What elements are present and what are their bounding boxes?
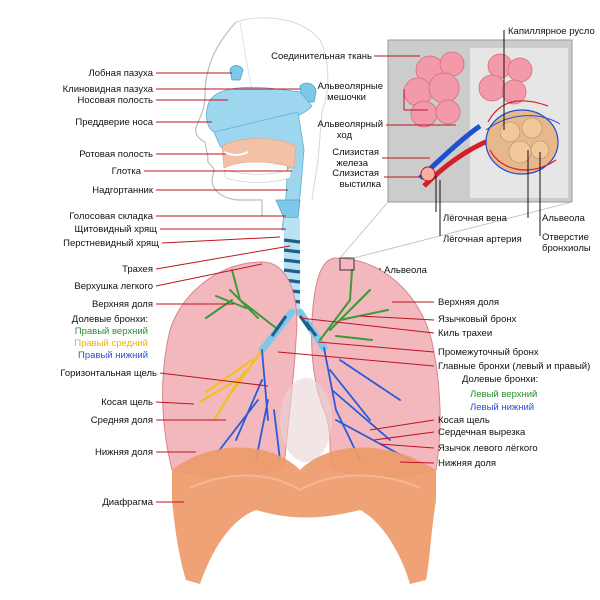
label-sphenoid-sinus: Клиновидная пазуха: [63, 84, 154, 95]
label-mucous-gland-1: Слизистая: [332, 147, 379, 158]
label-epiglottis: Надгортанник: [92, 185, 154, 196]
label-left-lower: Левый нижний: [470, 402, 534, 413]
label-alveolar-sacs-1: Альвеолярные: [318, 81, 383, 92]
diaphragm: [172, 447, 436, 584]
label-upper-lobe-right: Верхняя доля: [92, 299, 153, 310]
label-lingular-bronchus: Язычковый бронх: [438, 314, 517, 325]
zoom-line-2: [353, 201, 573, 259]
label-pharynx: Глотка: [112, 166, 142, 177]
label-alveolar-sacs-2: мешочки: [327, 92, 366, 103]
label-oblique-fissure-right: Косая щель: [101, 397, 153, 408]
label-bronchiole-opening-1: Отверстие: [542, 232, 589, 243]
heart-shadow: [280, 378, 332, 462]
labels-inset: Соединительная ткань Капиллярное русло А…: [271, 26, 595, 254]
label-alveolus-inset: Альвеола: [542, 213, 586, 224]
label-lingula: Язычок левого лёгкого: [438, 443, 538, 454]
label-mucous-lining-1: Слизистая: [332, 168, 379, 179]
label-frontal-sinus: Лобная пазуха: [88, 68, 153, 79]
label-vocal-fold: Голосовая складка: [69, 211, 153, 222]
labels-right: Альвеола Верхняя доля Язычковый бронх Ки…: [384, 265, 590, 469]
label-nasal-cavity: Носовая полость: [78, 95, 154, 106]
label-carina: Киль трахеи: [438, 328, 492, 339]
label-trachea: Трахея: [122, 264, 153, 275]
label-lobar-bronchi-right: Долевые бронхи:: [72, 314, 148, 325]
label-alveolus: Альвеола: [384, 265, 428, 276]
leader-lines-inset-black: [379, 30, 541, 270]
label-pulmonary-artery: Лёгочная артерия: [443, 234, 522, 245]
zoom-box: [339, 257, 355, 271]
label-lobar-bronchi-left: Долевые бронхи:: [462, 374, 538, 385]
label-cricoid-cartilage: Перстневидный хрящ: [63, 238, 159, 249]
label-right-lower: Правый нижний: [78, 350, 148, 361]
label-cardiac-notch: Сердечная вырезка: [438, 427, 526, 438]
label-alveolar-duct-1: Альвеолярный: [318, 119, 383, 130]
upper-airway: [206, 65, 317, 231]
label-lung-apex: Верхушка легкого: [74, 281, 153, 292]
label-connective-tissue: Соединительная ткань: [271, 51, 372, 62]
labels-left: Лобная пазуха Клиновидная пазуха Носовая…: [60, 68, 159, 508]
label-left-upper: Левый верхний: [470, 389, 537, 400]
label-alveolar-duct-2: ход: [337, 130, 353, 141]
label-oblique-fissure-left: Косая щель: [438, 415, 490, 426]
label-horizontal-fissure: Горизонтальная щель: [60, 368, 157, 379]
alveoli-inset: [387, 39, 573, 203]
label-intermediate-bronchus: Промежуточный бронх: [438, 347, 539, 358]
label-right-middle: Правый средний: [74, 338, 148, 349]
label-pulmonary-vein: Лёгочная вена: [443, 213, 508, 224]
label-mucous-lining-2: выстилка: [340, 179, 382, 190]
label-main-bronchi: Главные бронхи (левый и правый): [438, 361, 590, 372]
label-lower-lobe-left: Нижняя доля: [438, 458, 496, 469]
label-upper-lobe-left: Верхняя доля: [438, 297, 499, 308]
label-thyroid-cartilage: Щитовидный хрящ: [74, 224, 157, 235]
leader-lines-right: [277, 55, 456, 464]
label-capillary-bed: Капиллярное русло: [508, 26, 595, 37]
label-nasal-vestibule: Преддверие носа: [75, 117, 153, 128]
label-diaphragm: Диафрагма: [102, 497, 153, 508]
right-lung: [162, 261, 298, 478]
label-bronchiole-opening-2: бронхиолы: [542, 243, 591, 254]
label-right-upper: Правый верхний: [75, 326, 148, 337]
zoom-line-1: [339, 201, 389, 259]
leader-lines-left: [144, 72, 300, 503]
label-oral-cavity: Ротовая полость: [79, 149, 153, 160]
left-lung: [311, 257, 441, 478]
label-middle-lobe: Средняя доля: [91, 415, 153, 426]
label-lower-lobe-right: Нижняя доля: [95, 447, 153, 458]
label-mucous-gland-2: железа: [336, 158, 368, 169]
